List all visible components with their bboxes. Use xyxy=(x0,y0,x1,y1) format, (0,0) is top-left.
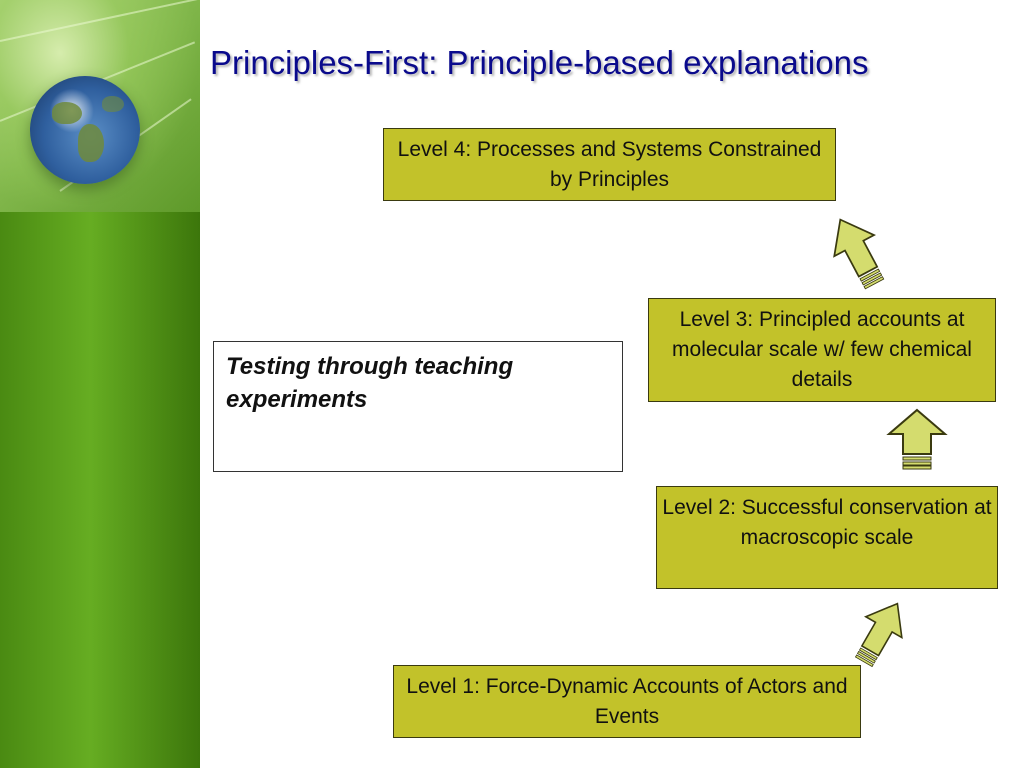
globe-icon xyxy=(30,76,140,184)
level-1-box: Level 1: Force-Dynamic Accounts of Actor… xyxy=(393,665,861,738)
land-shape xyxy=(102,96,124,112)
level-4-box: Level 4: Processes and Systems Constrain… xyxy=(383,128,836,201)
slide-title: Principles-First: Principle-based explan… xyxy=(210,44,869,81)
up-arrow-icon xyxy=(833,218,885,290)
leaf-vein xyxy=(0,0,206,42)
leaf-photo xyxy=(0,0,206,212)
level-2-box: Level 2: Successful conservation at macr… xyxy=(656,486,998,589)
level-3-box: Level 3: Principled accounts at molecula… xyxy=(648,298,996,402)
sidebar-decoration xyxy=(0,0,206,768)
land-shape xyxy=(52,102,82,124)
up-arrow-icon xyxy=(886,408,948,470)
teaching-experiments-note: Testing through teaching experiments xyxy=(213,341,623,472)
sidebar-green-panel xyxy=(0,212,200,768)
land-shape xyxy=(78,124,104,162)
up-arrow-icon xyxy=(854,602,903,668)
